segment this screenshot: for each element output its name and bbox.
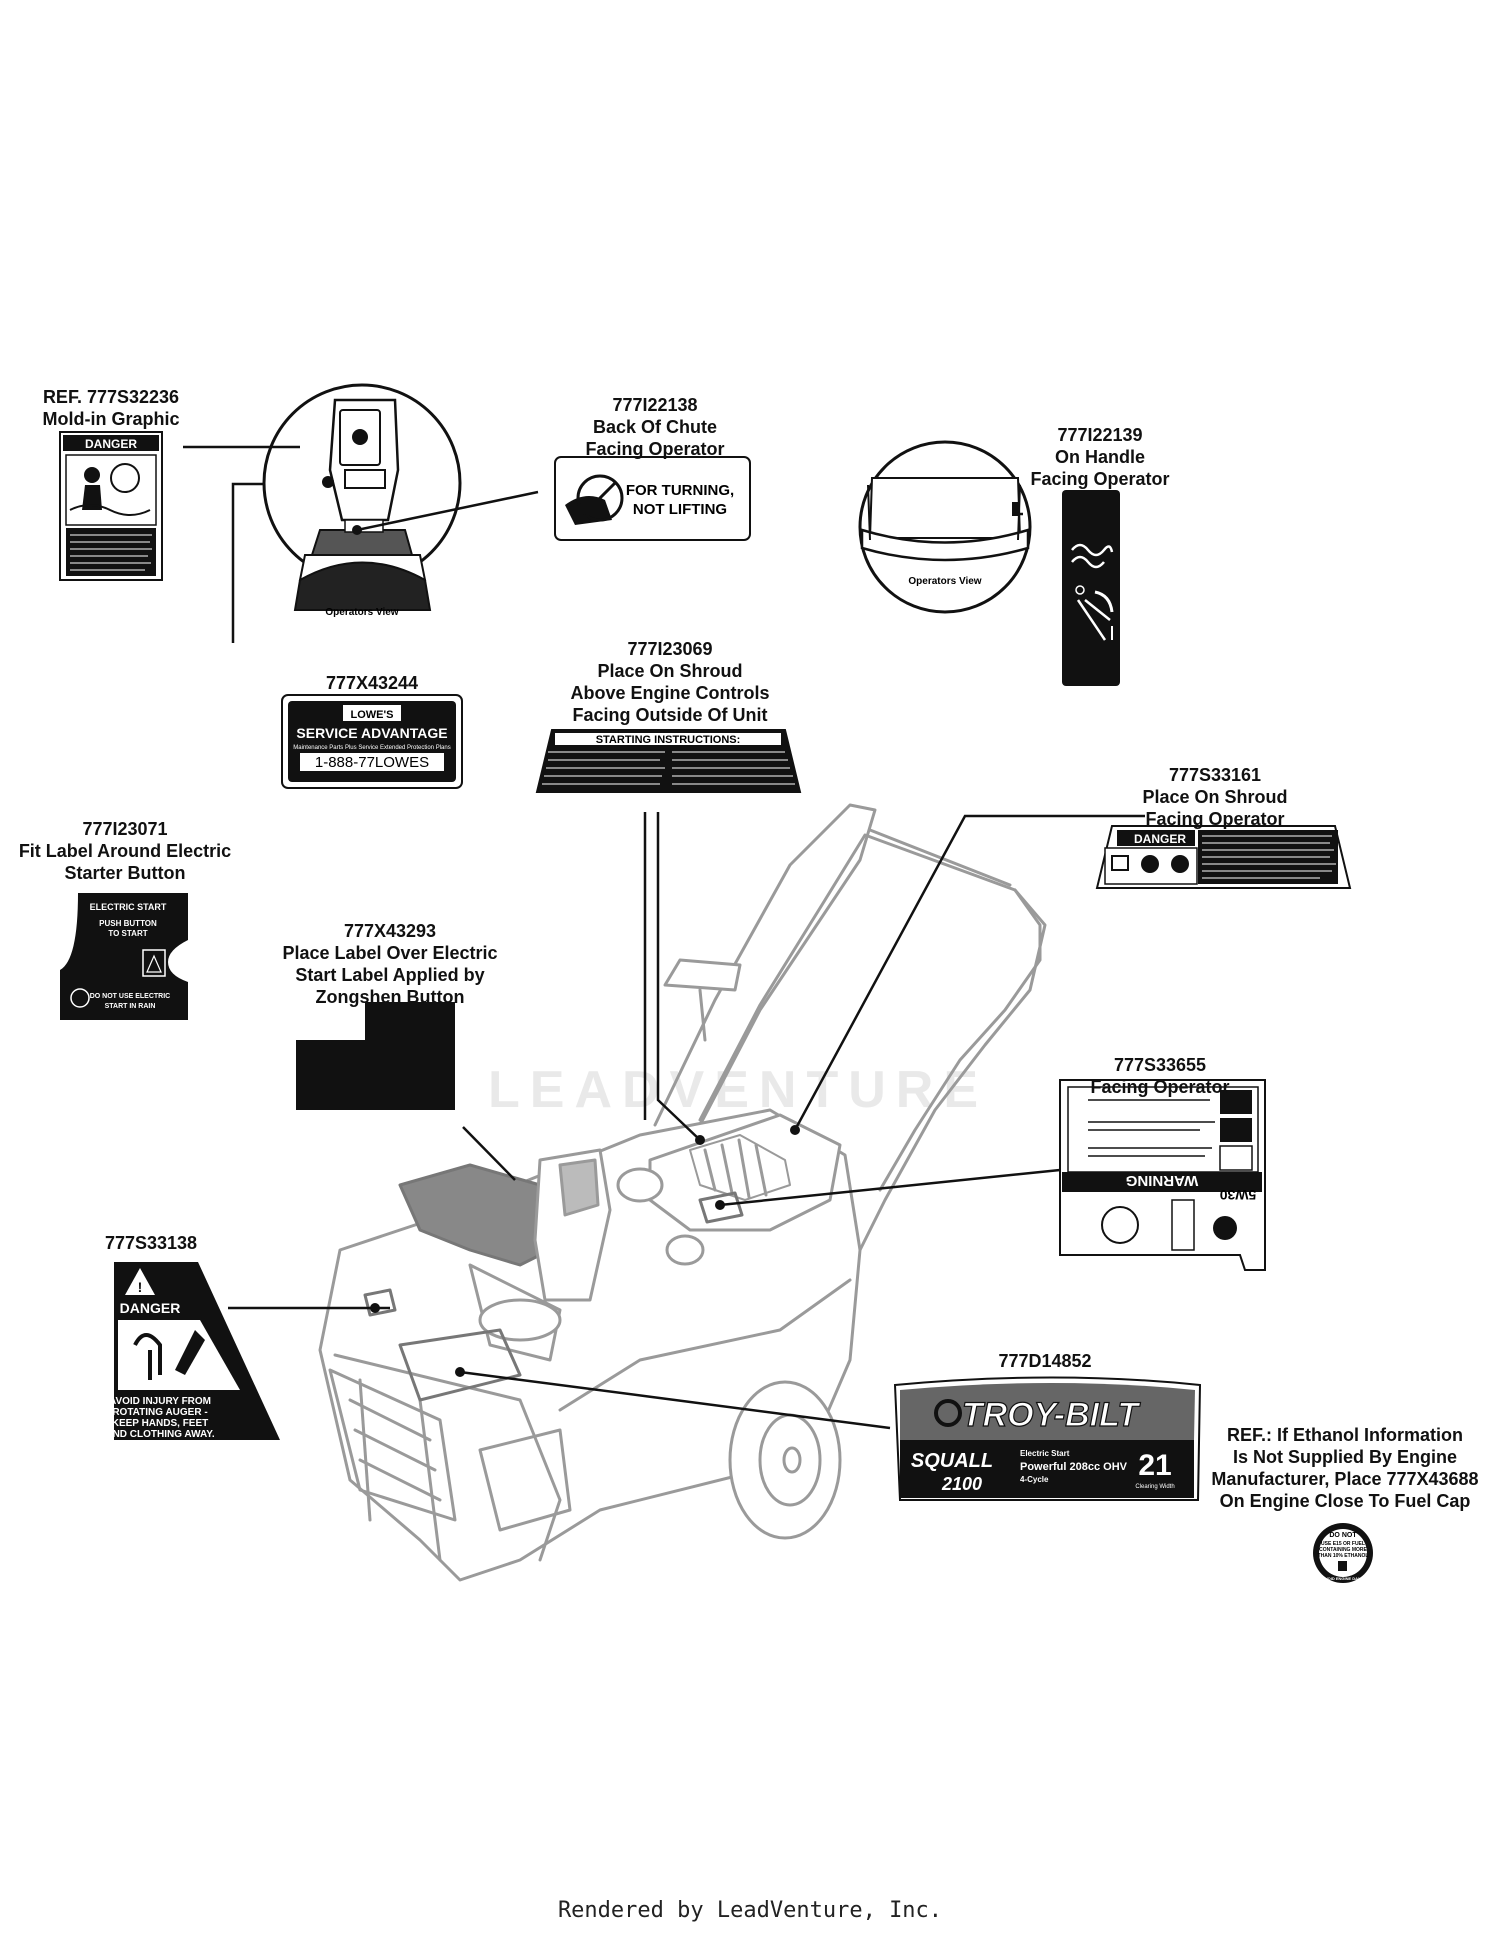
- svg-text:LOWE'S: LOWE'S: [351, 709, 394, 721]
- label-777i23071: ELECTRIC START PUSH BUTTON TO START DO N…: [60, 893, 188, 1020]
- svg-text:PUSH BUTTON: PUSH BUTTON: [99, 919, 157, 928]
- callout-777s33161: 777S33161 Place On Shroud Facing Operato…: [1142, 765, 1288, 829]
- callout-777i23071: 777I23071 Fit Label Around Electric Star…: [18, 819, 232, 883]
- label-777x43688: DO NOT USE E15 OR FUEL CONTAINING MORE T…: [1313, 1523, 1373, 1583]
- label-777i23069: STARTING INSTRUCTIONS:: [535, 729, 802, 793]
- svg-text:DANGER: DANGER: [1134, 832, 1186, 846]
- callout-777s33138: 777S33138: [104, 1233, 198, 1253]
- svg-text:Electric Start: Electric Start: [1020, 1449, 1070, 1458]
- svg-text:KEEP HANDS, FEET: KEEP HANDS, FEET: [112, 1418, 209, 1429]
- callout-777x43244: 777X43244: [325, 673, 419, 693]
- operators-view-label-2: Operators View: [908, 576, 981, 587]
- svg-text:ELECTRIC START: ELECTRIC START: [90, 902, 167, 912]
- svg-text:DO NOT USE ELECTRIC: DO NOT USE ELECTRIC: [90, 993, 171, 1000]
- label-777s33161: DANGER: [1095, 825, 1352, 889]
- label-777s33655: WARNING 5W30: [1059, 1079, 1266, 1271]
- callout-777i23069: 777I23069 Place On Shroud Above Engine C…: [570, 639, 770, 725]
- callout-777d14852: 777D14852: [998, 1351, 1092, 1371]
- svg-text:5W30: 5W30: [1220, 1187, 1257, 1203]
- svg-text:NOT LIFTING: NOT LIFTING: [633, 501, 727, 518]
- label-777x43244: LOWE'S SERVICE ADVANTAGE Maintenance Par…: [281, 694, 463, 789]
- label-777i22139: [1062, 490, 1120, 686]
- svg-text:!: !: [138, 1279, 143, 1295]
- svg-text:2100: 2100: [941, 1474, 982, 1494]
- label-777d14852: TROY-BILT SQUALL 2100 Electric Start Pow…: [893, 1376, 1202, 1501]
- leader-lines: [183, 445, 1145, 1430]
- operators-view-label-1: Operators View: [325, 607, 398, 618]
- callout-777i22139: 777I22139 On Handle Facing Operator: [1030, 425, 1170, 489]
- svg-text:21: 21: [1138, 1449, 1171, 1482]
- svg-text:FOR TURNING,: FOR TURNING,: [626, 482, 734, 499]
- svg-text:Maintenance Parts Plus Service: Maintenance Parts Plus Service Extended …: [293, 745, 450, 751]
- snow-thrower-outline: [318, 803, 1047, 1582]
- callout-777i22138: 777I22138 Back Of Chute Facing Operator: [585, 395, 725, 459]
- svg-text:THAN 10% ETHANOL: THAN 10% ETHANOL: [1318, 1553, 1369, 1559]
- svg-text:TROY-BILT: TROY-BILT: [962, 1396, 1141, 1434]
- label-777s33138: ! DANGER AVOID INJURY FROM ROTATING AUGE…: [105, 1262, 280, 1440]
- svg-text:STARTING INSTRUCTIONS:: STARTING INSTRUCTIONS:: [596, 734, 741, 746]
- svg-text:SERVICE ADVANTAGE: SERVICE ADVANTAGE: [296, 725, 447, 741]
- footer-credit: Rendered by LeadVenture, Inc.: [557, 1898, 943, 1923]
- chute-detail-view: Operators View: [262, 383, 462, 618]
- callout-777x43293: 777X43293 Place Label Over Electric Star…: [282, 921, 498, 1007]
- svg-text:ROTATING AUGER -: ROTATING AUGER -: [112, 1407, 207, 1418]
- svg-text:START IN RAIN: START IN RAIN: [105, 1003, 156, 1010]
- svg-text:WARNING: WARNING: [1126, 1172, 1199, 1189]
- svg-text:AND CLOTHING AWAY.: AND CLOTHING AWAY.: [105, 1429, 214, 1440]
- callout-777s33655: 777S33655 Facing Operator: [1090, 1055, 1230, 1097]
- svg-text:USE E15 OR FUEL: USE E15 OR FUEL: [1321, 1541, 1365, 1547]
- svg-text:DANGER: DANGER: [120, 1300, 181, 1316]
- handle-detail-view: Operators View: [858, 440, 1032, 614]
- svg-text:1-888-77LOWES: 1-888-77LOWES: [315, 754, 429, 771]
- svg-text:TO AVOID ENGINE DAMAGE: TO AVOID ENGINE DAMAGE: [1316, 1576, 1370, 1581]
- svg-text:DANGER: DANGER: [85, 437, 137, 451]
- svg-text:AVOID INJURY FROM: AVOID INJURY FROM: [109, 1396, 211, 1407]
- svg-text:4-Cycle: 4-Cycle: [1020, 1475, 1049, 1484]
- leader-dots: [352, 525, 800, 1377]
- svg-text:SQUALL: SQUALL: [911, 1450, 993, 1472]
- label-777i22138: FOR TURNING, NOT LIFTING: [554, 456, 751, 541]
- callout-777s32236: REF. 777S32236 Mold-in Graphic: [42, 387, 180, 429]
- label-777x43293: [296, 1002, 455, 1110]
- svg-text:TO START: TO START: [108, 929, 147, 938]
- svg-text:DO NOT: DO NOT: [1329, 1532, 1357, 1539]
- callout-ref-ethanol: REF.: If Ethanol Information Is Not Supp…: [1211, 1425, 1479, 1511]
- watermark: LEADVENTURE: [488, 1061, 989, 1119]
- svg-text:Powerful 208cc OHV: Powerful 208cc OHV: [1020, 1461, 1128, 1473]
- svg-text:Clearing Width: Clearing Width: [1135, 1484, 1174, 1490]
- label-777s32236: DANGER: [59, 431, 163, 581]
- svg-text:CONTAINING MORE: CONTAINING MORE: [1319, 1547, 1367, 1553]
